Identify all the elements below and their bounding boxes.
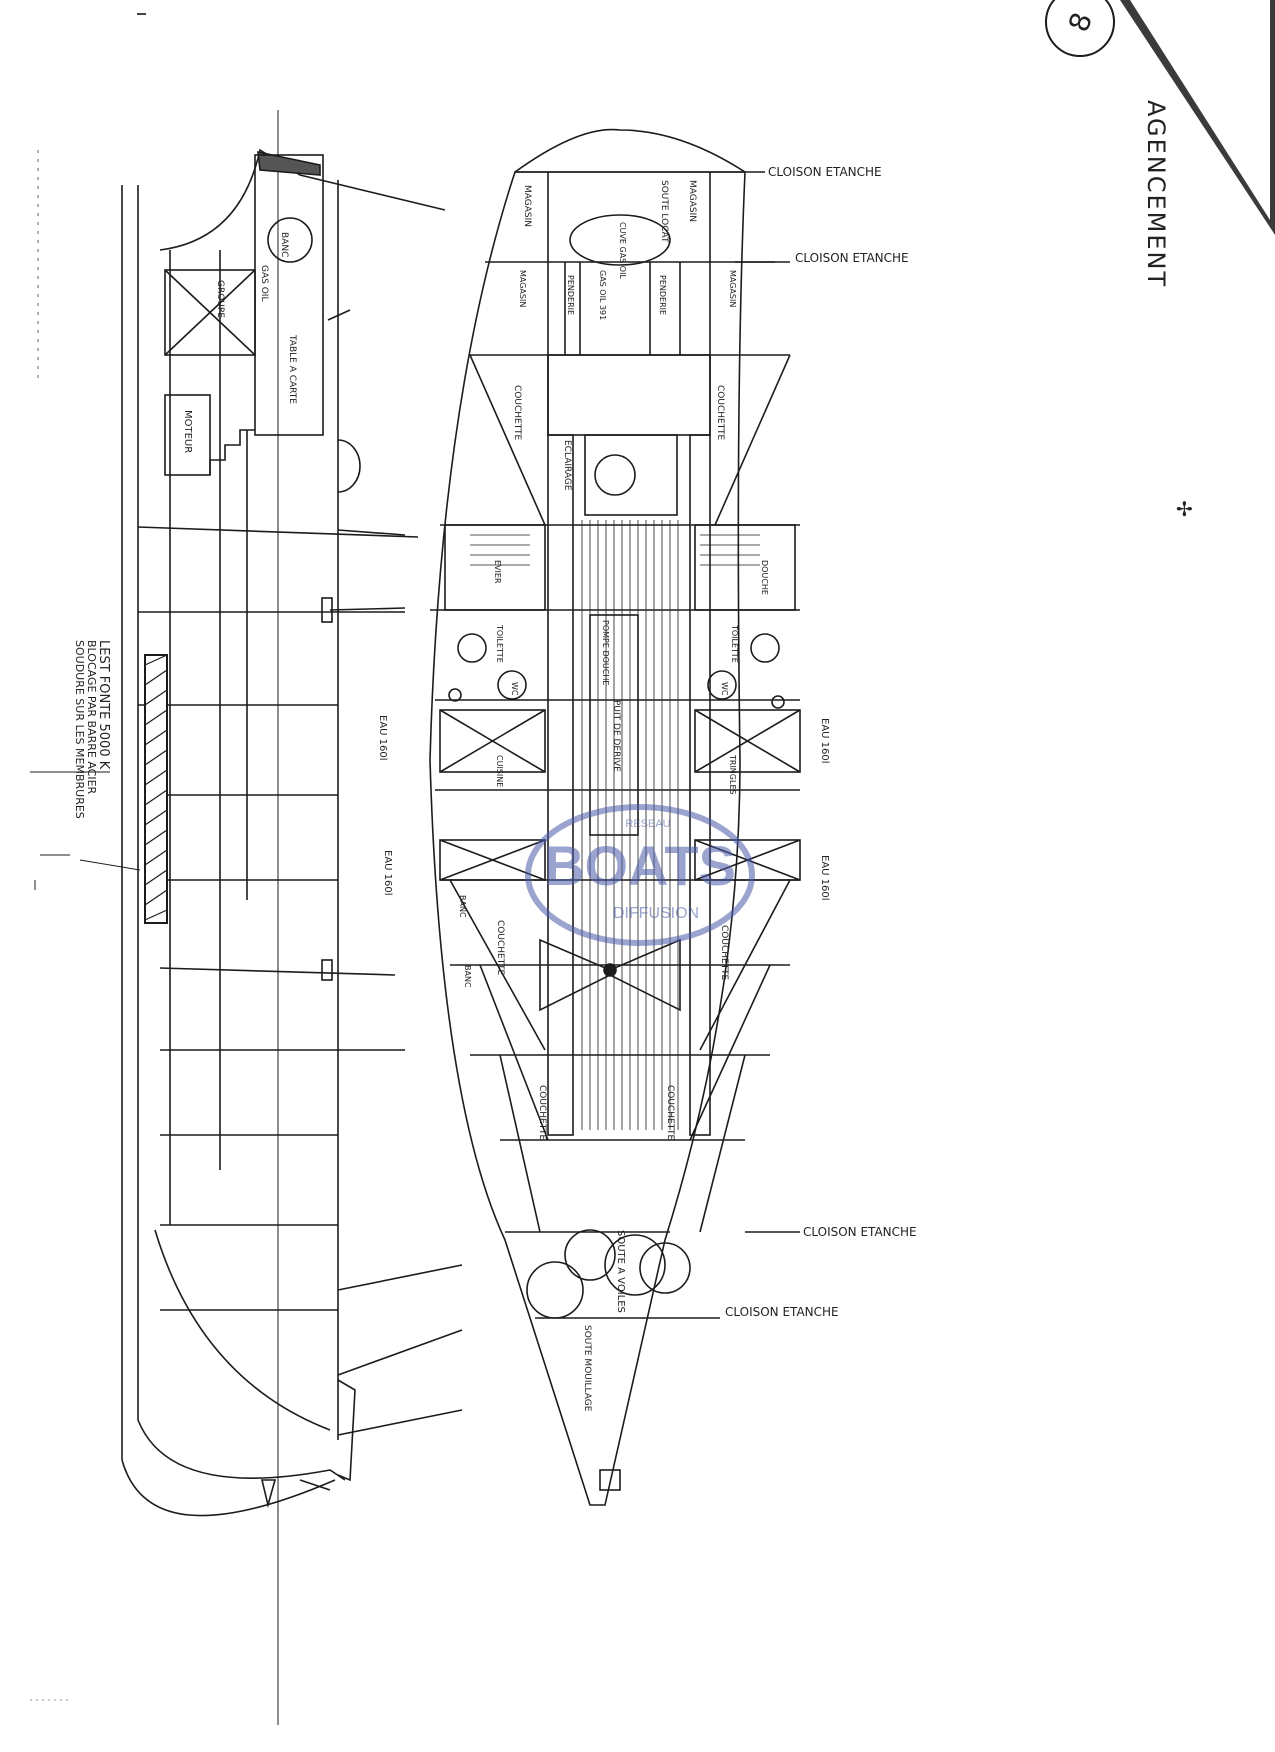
label-pompe: POMPE DOUCHE: [601, 620, 610, 685]
label-banc-2: BANC: [458, 895, 467, 918]
watermark: RESEAU BOATS DIFFUSION: [525, 804, 755, 946]
watermark-bottom: DIFFUSION: [613, 905, 699, 922]
label-varangues: TRINGLES: [728, 754, 737, 795]
label-eclairage: ECLAIRAGE: [562, 440, 572, 491]
page-corner-shadow: [1120, 0, 1275, 235]
profile-label-eau-2: EAU 160l: [382, 850, 393, 896]
label-soute-locat: SOUTE LOCAT: [659, 180, 669, 243]
page-number: 8: [1062, 8, 1099, 36]
label-cuve-gas-oil: CUVE GAS OIL: [618, 222, 627, 279]
lest-note: LEST FONTE 5000 K BLOCAGE PAR BARRE ACIE…: [30, 640, 141, 890]
label-couchette-5: COUCHETTE: [537, 1085, 547, 1141]
profile-label-eau-1: EAU 160l: [377, 715, 388, 761]
label-eau-plan-1: EAU 160l: [819, 718, 830, 764]
cloison-label-3: CLOISON ETANCHE: [803, 1225, 917, 1239]
label-couchette-3: COUCHETTE: [495, 920, 505, 976]
label-penderie-1: PENDERIE: [566, 275, 575, 315]
label-soute-voiles: SOUTE A VOILES: [615, 1230, 626, 1313]
label-evier: EVIER: [493, 560, 502, 584]
page-number-badge: 8: [1045, 0, 1115, 57]
label-magasin-3: MAGASIN: [518, 270, 527, 307]
label-magasin-1: MAGASIN: [522, 185, 532, 227]
label-magasin-2: MAGASIN: [687, 180, 697, 222]
profile-frames: [137, 526, 419, 1311]
label-gas-oil: GAS OIL 391: [598, 270, 607, 320]
profile-section: [121, 110, 463, 1725]
label-puits-derive: PUIT DE DERIVE: [611, 700, 621, 772]
label-cuisine: CUISINE: [495, 755, 504, 787]
label-magasin-4: MAGASIN: [728, 270, 737, 307]
cloison-label-1: CLOISON ETANCHE: [768, 165, 882, 179]
profile-label-chart-table: TABLE A CARTE: [287, 334, 297, 404]
label-toilette-1: TOILETTE: [495, 624, 504, 663]
profile-label-moteur: MOTEUR: [182, 410, 193, 453]
profile-label-banc: BANC: [279, 232, 289, 257]
label-wc-1: WC: [510, 682, 519, 696]
cloison-label-4: CLOISON ETANCHE: [725, 1305, 839, 1319]
label-soute-mouillage: SOUTE MOUILLAGE: [582, 1325, 592, 1412]
profile-label-groupe: GROUPE: [215, 280, 225, 318]
cloison-label-2: CLOISON ETANCHE: [795, 251, 909, 265]
label-eau-plan-2: EAU 160l: [819, 855, 830, 901]
lest-label-3: SOUDURE SUR LES MEMBRURES: [73, 640, 86, 819]
side-title: AGENCEMENT: [1142, 100, 1170, 288]
label-penderie-2: PENDERIE: [658, 275, 667, 315]
watermark-top: RESEAU: [625, 818, 670, 830]
plan-view: [429, 128, 801, 1506]
label-couchette-2: COUCHETTE: [715, 385, 725, 441]
label-couchette-4: COUCHETTE: [719, 925, 729, 981]
label-toilette-2: TOILETTE: [730, 624, 739, 663]
label-wc-2: WC: [720, 682, 729, 696]
label-couchette-6: COUCHETTE: [665, 1085, 675, 1141]
lest-label-2: BLOCAGE PAR BARRE ACIER: [85, 640, 98, 795]
label-couchette-1: COUCHETTE: [512, 385, 522, 441]
lest-label: LEST FONTE 5000 K: [96, 640, 111, 770]
label-douche: DOUCHE: [760, 560, 769, 595]
watermark-main: BOATS: [544, 834, 736, 897]
profile-label-gas-oil: GAS OIL: [259, 265, 269, 301]
scan-mark: ✢: [1176, 497, 1193, 521]
label-banc-3: BANC: [463, 965, 472, 988]
